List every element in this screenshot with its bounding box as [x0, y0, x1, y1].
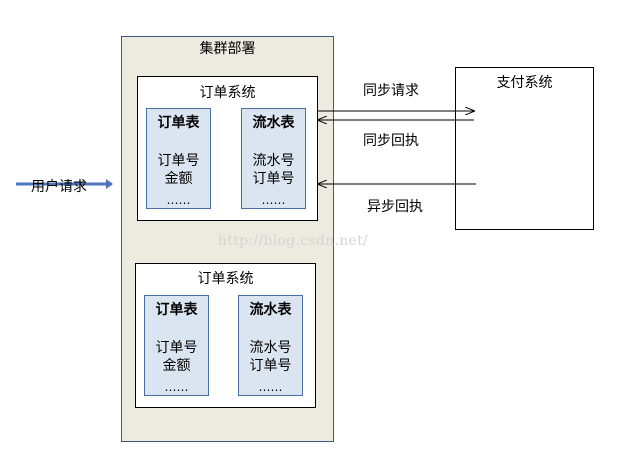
field-ellipsis: ……	[258, 380, 283, 394]
field-order-no: 订单号	[252, 171, 295, 187]
order-system-title: 订单系统	[199, 85, 256, 101]
field-ellipsis: ……	[261, 193, 286, 207]
field-ellipsis: ……	[166, 193, 191, 207]
field-flow-no: 流水号	[252, 153, 295, 169]
order-table: 订单表 订单号 金额 ……	[146, 108, 211, 209]
field-order-no: 订单号	[155, 340, 198, 356]
order-table-title: 订单表	[157, 115, 200, 131]
order-table-title: 订单表	[155, 302, 198, 318]
user-request-label: 用户请求	[31, 179, 87, 195]
field-ellipsis: ……	[164, 380, 189, 394]
flow-table-title: 流水表	[249, 302, 292, 318]
order-system-title: 订单系统	[197, 271, 254, 287]
field-amount: 金额	[164, 171, 193, 187]
flow-table: 流水表 流水号 订单号 ……	[238, 295, 303, 396]
field-amount: 金额	[162, 358, 191, 374]
flow-table: 流水表 流水号 订单号 ……	[241, 108, 306, 209]
payment-system-title: 支付系统	[496, 75, 553, 91]
flow-table-title: 流水表	[252, 115, 295, 131]
order-table: 订单表 订单号 金额 ……	[144, 295, 209, 396]
sync-request-label: 同步请求	[363, 83, 419, 99]
cluster-title: 集群部署	[199, 41, 256, 57]
sync-reply-label: 同步回执	[363, 133, 419, 149]
watermark: http://blog.csdn.net/	[218, 233, 369, 249]
payment-system-box: 支付系统	[455, 67, 594, 230]
field-order-no: 订单号	[249, 358, 292, 374]
field-order-no: 订单号	[157, 153, 200, 169]
field-flow-no: 流水号	[249, 340, 292, 356]
async-reply-label: 异步回执	[367, 199, 423, 215]
